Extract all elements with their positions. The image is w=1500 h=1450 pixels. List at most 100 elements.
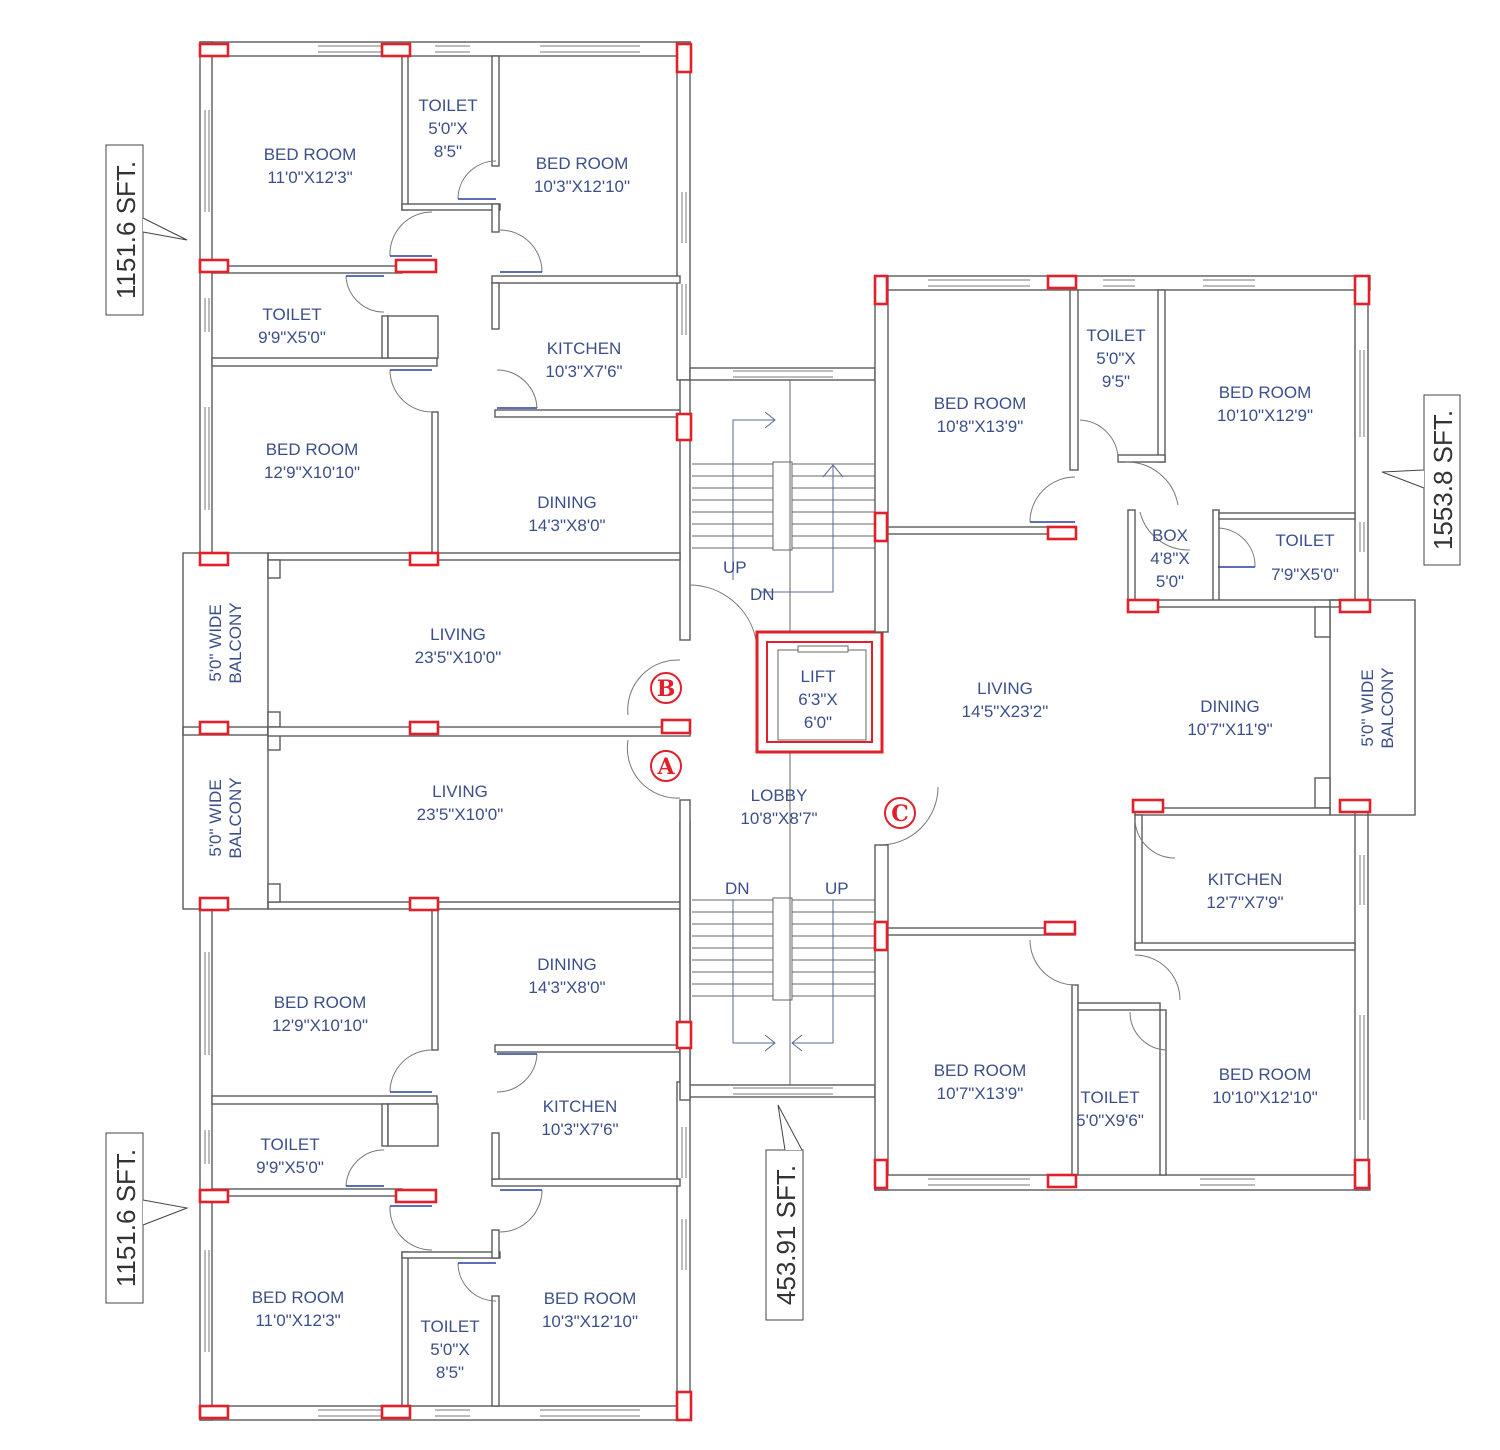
room-dimensions: 10'3"X12'10" — [542, 1312, 638, 1331]
column — [1046, 1173, 1078, 1189]
room-name: KITCHEN — [1208, 870, 1283, 889]
column — [1338, 598, 1372, 614]
area-tag-unit-c: 1553.8 SFT. — [1381, 394, 1461, 566]
lift — [755, 630, 884, 754]
area-tag-unit-a: 1151.6 SFT. — [105, 144, 188, 316]
column — [660, 718, 692, 735]
room-name: BED ROOM — [1219, 383, 1312, 402]
column — [1353, 1158, 1371, 1190]
room-label: BED ROOM 10'10"X12'9" — [1217, 383, 1313, 425]
room-name: TOILET — [420, 1317, 479, 1336]
room-dimensions: 6'3"X — [798, 690, 838, 709]
room-name: TOILET — [418, 96, 477, 115]
room-dimensions: 10'3"X12'10" — [534, 177, 630, 196]
room-dimensions: 12'7"X7'9" — [1206, 893, 1283, 912]
svg-text:B: B — [657, 676, 676, 702]
balcony-width: 5'0" WIDE — [206, 604, 225, 681]
room-dimensions: 14'3"X8'0" — [528, 516, 605, 535]
column — [675, 1390, 693, 1422]
column — [675, 1020, 693, 1050]
room-dimensions: 10'10"X12'9" — [1217, 406, 1313, 425]
room-dimensions: 9'9"X5'0" — [258, 328, 326, 347]
room-dimensions: 23'5"X10'0" — [415, 648, 502, 667]
column — [198, 551, 230, 567]
column — [873, 511, 889, 543]
column — [1046, 274, 1078, 290]
room-dimensions: 5'0" — [1156, 572, 1184, 591]
stair-up-label-2: UP — [825, 879, 849, 898]
column — [408, 551, 440, 567]
stair-up-arrow — [732, 411, 776, 580]
column — [394, 258, 438, 274]
room-name: BED ROOM — [274, 993, 367, 1012]
room-dimensions: 23'5"X10'0" — [417, 805, 504, 824]
room-name: BED ROOM — [1219, 1065, 1312, 1084]
room-dimensions: 12'9"X10'10" — [272, 1016, 368, 1035]
room-label: BED ROOM 12'9"X10'10" — [272, 993, 368, 1035]
room-name: BED ROOM — [544, 1289, 637, 1308]
columns — [198, 42, 1372, 1422]
column — [198, 1188, 230, 1204]
column — [408, 896, 440, 912]
room-dimensions: 10'8"X8'7" — [740, 809, 817, 828]
room-name: BED ROOM — [934, 394, 1027, 413]
room-dimensions: 5'0"X9'6" — [1076, 1111, 1144, 1130]
balcony-width: 5'0" WIDE — [206, 779, 225, 856]
stair-down-arrow — [760, 464, 844, 593]
staircase — [692, 380, 875, 1085]
room-name: TOILET — [1086, 326, 1145, 345]
column — [1046, 525, 1078, 541]
svg-text:1553.8 SFT.: 1553.8 SFT. — [1428, 410, 1458, 550]
room-dimensions: 10'10"X12'10" — [1212, 1088, 1318, 1107]
flat-marker-c: C — [884, 797, 916, 829]
room-name: BED ROOM — [252, 1288, 345, 1307]
room-name: BED ROOM — [266, 440, 359, 459]
room-label: KITCHEN 12'7"X7'9" — [1206, 870, 1283, 912]
room-dimensions: 6'0" — [804, 713, 832, 732]
balcony-name: BALCONY — [1378, 667, 1397, 748]
room-dimensions: 5'0"X — [430, 1340, 470, 1359]
stair-handrail — [772, 461, 793, 551]
room-dimensions: 11'0"X12'3" — [255, 1311, 340, 1330]
column — [1338, 798, 1372, 814]
room-name: DINING — [537, 955, 597, 974]
column — [380, 1404, 412, 1420]
column — [873, 920, 889, 952]
column — [1043, 920, 1077, 936]
room-dimensions: 9'9"X5'0" — [256, 1158, 324, 1177]
room-name: KITCHEN — [543, 1097, 618, 1116]
room-name: BED ROOM — [934, 1061, 1027, 1080]
column — [1353, 274, 1371, 306]
stair-down-arrow-2 — [732, 900, 776, 1052]
room-dimensions: 14'3"X8'0" — [528, 978, 605, 997]
room-dimensions: 11'0"X12'3" — [267, 168, 352, 187]
area-tag-common: 453.91 SFT. — [765, 1104, 804, 1321]
stair-up-label: UP — [723, 558, 747, 577]
room-label: KITCHEN 10'3"X7'6" — [545, 339, 622, 381]
room-name: BED ROOM — [264, 145, 357, 164]
room-name: KITCHEN — [547, 339, 622, 358]
room-dimensions: 7'9"X5'0" — [1271, 565, 1339, 584]
room-name: TOILET — [262, 305, 321, 324]
column — [198, 42, 230, 58]
column — [198, 896, 230, 912]
svg-text:1151.6 SFT.: 1151.6 SFT. — [111, 161, 141, 299]
room-name: BED ROOM — [536, 154, 629, 173]
room-dimensions: 10'3"X7'6" — [545, 362, 622, 381]
svg-text:1151.6 SFT.: 1151.6 SFT. — [111, 1149, 141, 1287]
svg-text:C: C — [891, 801, 909, 827]
room-dimensions: 8'5" — [436, 1363, 464, 1382]
room-dimensions: 10'7"X11'9" — [1187, 720, 1272, 739]
